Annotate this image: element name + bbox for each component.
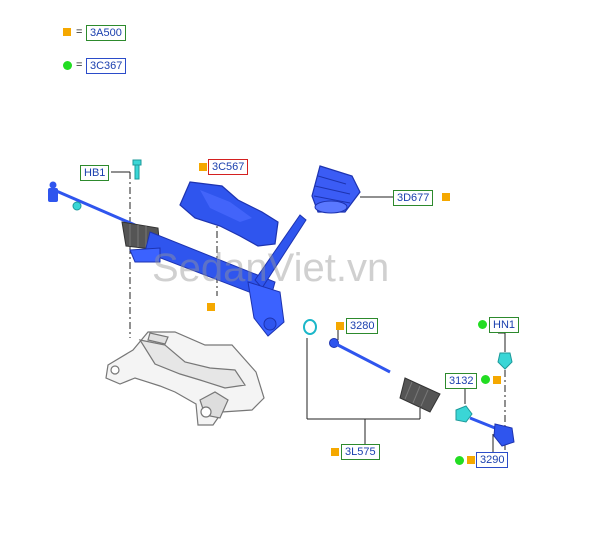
hn1-nut-part xyxy=(497,352,513,370)
orange-square-icon xyxy=(207,303,215,311)
callout-hb1[interactable]: HB1 xyxy=(80,165,110,181)
orange-square-icon xyxy=(467,456,475,464)
callout-3290[interactable]: 3290 xyxy=(476,452,509,468)
callout-3l575[interactable]: 3L575 xyxy=(341,444,380,460)
orange-square-icon xyxy=(199,163,207,171)
green-dot-icon xyxy=(478,320,487,329)
legend-orange-code[interactable]: 3A500 xyxy=(86,25,126,41)
hb1-bolt-part xyxy=(132,159,142,180)
rack-boot-part xyxy=(399,377,441,413)
subframe-part xyxy=(105,331,265,426)
legend-green-code[interactable]: 3C367 xyxy=(86,58,127,74)
callout-3280[interactable]: 3280 xyxy=(346,318,379,334)
green-dot-icon xyxy=(481,375,490,384)
orange-square-icon xyxy=(331,448,339,456)
dust-boot-part xyxy=(311,165,361,214)
outer-tie-rod-end-part xyxy=(469,416,515,447)
steering-rack-part xyxy=(48,181,307,337)
leader-lines xyxy=(111,171,506,453)
callout-3d677[interactable]: 3D677 xyxy=(393,190,434,206)
heat-shield-part xyxy=(179,181,279,247)
legend-equals: = xyxy=(76,26,83,38)
orange-square-icon xyxy=(442,193,450,201)
orange-square-icon xyxy=(63,28,71,36)
green-dot-icon xyxy=(455,456,464,465)
legend-equals-2: = xyxy=(76,59,83,71)
clamp-ring-part xyxy=(303,319,317,335)
orange-square-icon xyxy=(336,322,344,330)
lock-nut-part xyxy=(455,405,473,423)
green-dot-icon xyxy=(63,61,72,70)
callout-3c567[interactable]: 3C567 xyxy=(208,159,249,175)
inner-tie-rod-part xyxy=(329,338,391,374)
orange-square-icon xyxy=(493,376,501,384)
callout-3132[interactable]: 3132 xyxy=(445,373,478,389)
callout-hn1[interactable]: HN1 xyxy=(489,317,520,333)
